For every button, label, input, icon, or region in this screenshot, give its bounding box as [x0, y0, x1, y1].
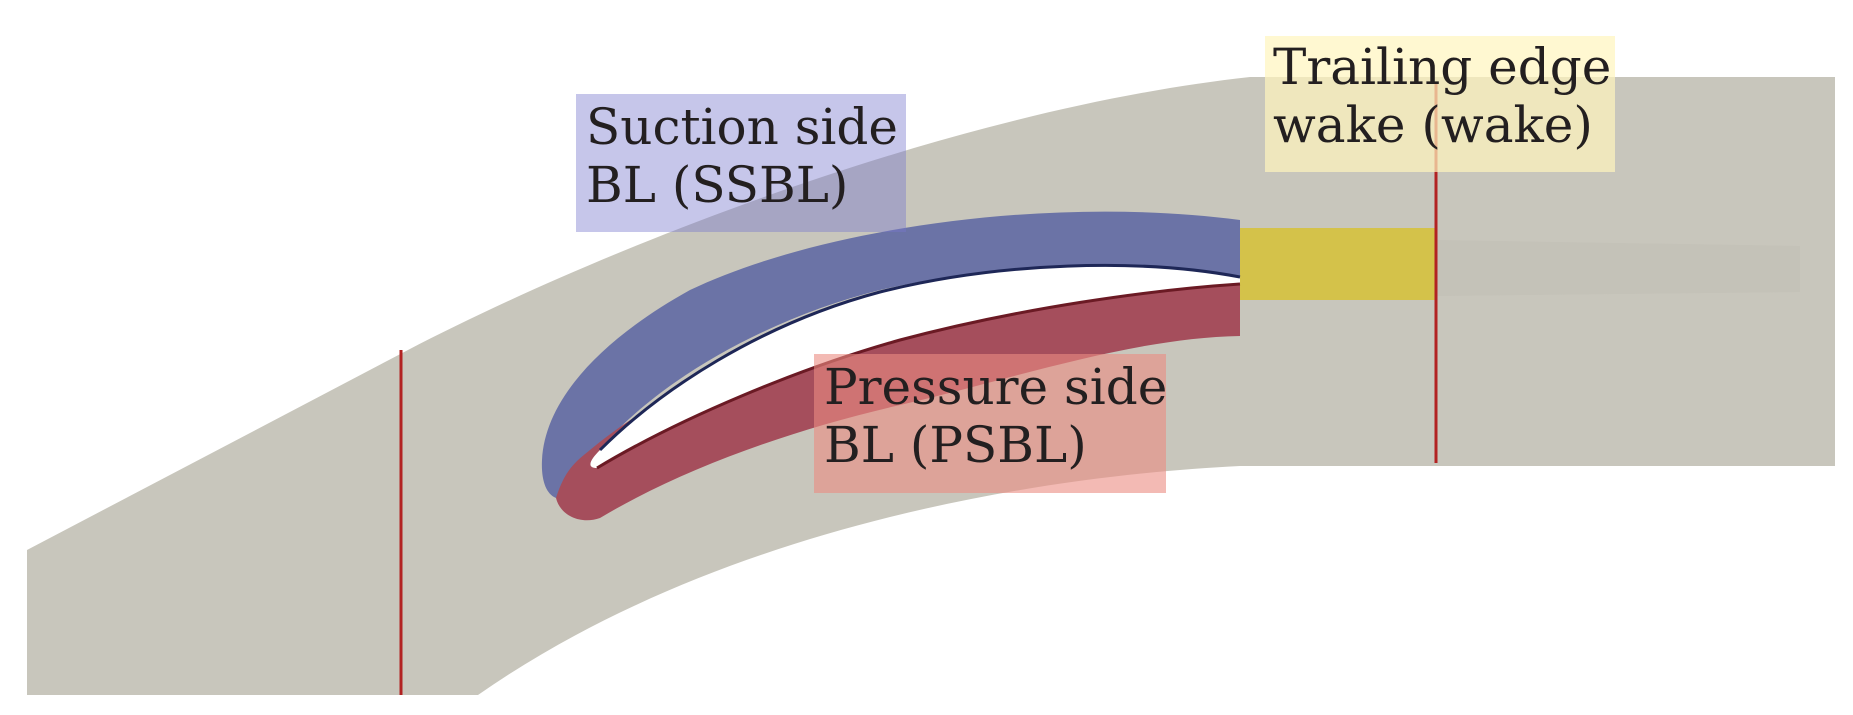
wake-trail [1435, 240, 1800, 296]
suction-edge-line [598, 263, 1241, 452]
trailing-edge-label-line2: wake (wake) [1273, 96, 1593, 154]
trailing-edge-label: Trailing edge wake (wake) [1265, 36, 1615, 172]
blade-airfoil [590, 265, 1240, 468]
wake-region [1240, 228, 1435, 300]
suction-side-label: Suction side BL (SSBL) [576, 94, 906, 232]
pressure-side-label: Pressure side BL (PSBL) [814, 354, 1168, 493]
suction-side-label-line2: BL (SSBL) [586, 156, 849, 214]
suction-side-region [541, 211, 1240, 498]
pressure-side-label-line2: BL (PSBL) [824, 416, 1087, 474]
pressure-side-label-line1: Pressure side [824, 358, 1168, 416]
pressure-edge-line [596, 282, 1241, 470]
suction-side-label-line1: Suction side [586, 98, 898, 156]
trailing-edge-label-line1: Trailing edge [1273, 38, 1612, 96]
